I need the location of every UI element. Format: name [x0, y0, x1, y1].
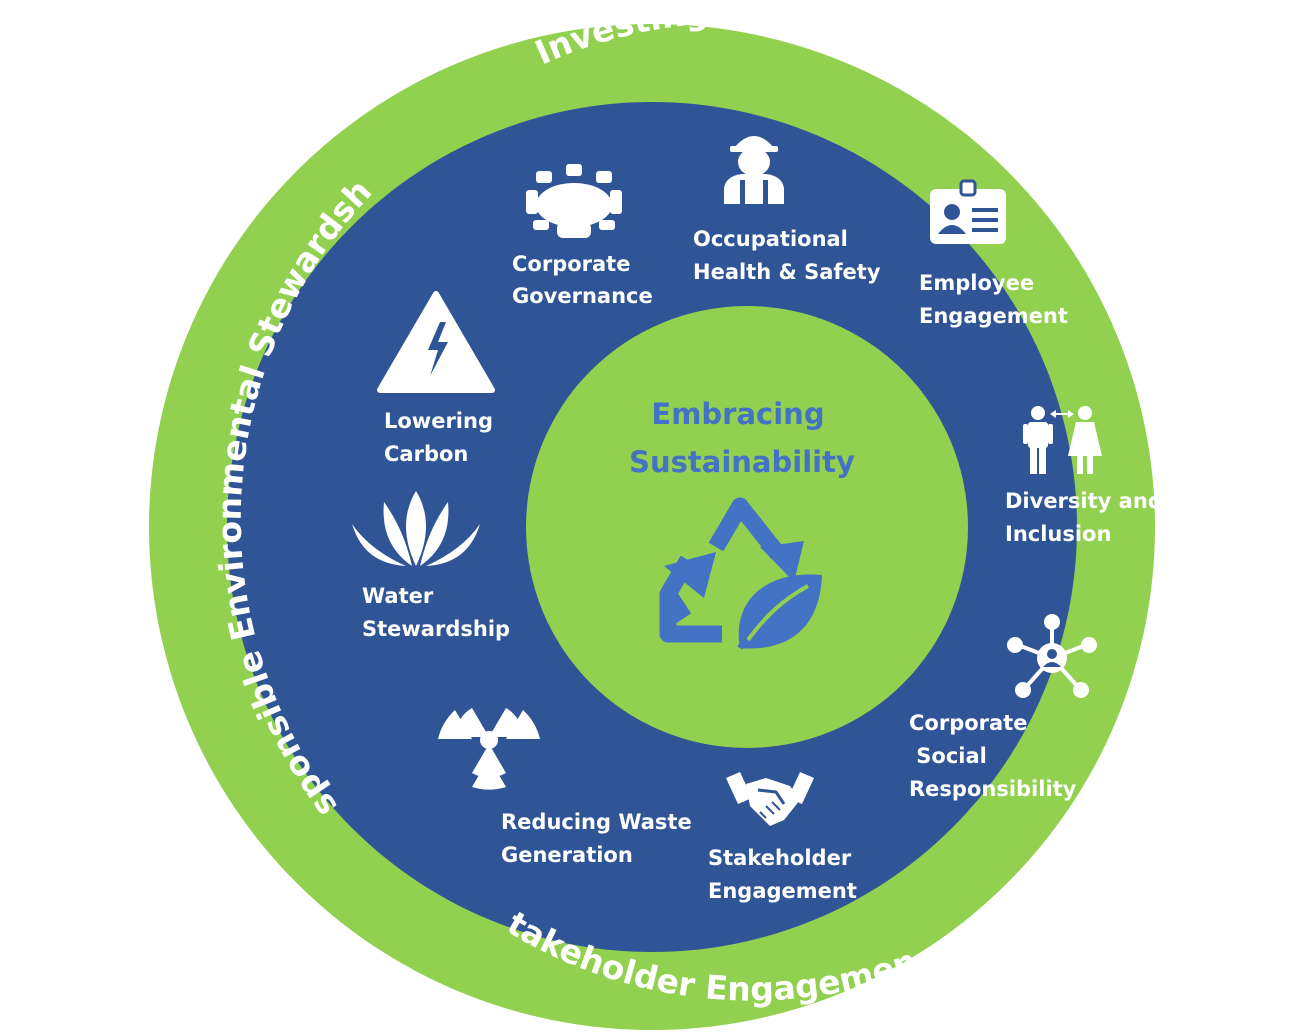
label-reducing-waste-2: Generation	[501, 843, 633, 867]
label-lowering-carbon-2: Carbon	[384, 442, 468, 466]
high-voltage-icon	[377, 291, 495, 393]
label-csr-3: Responsibility	[909, 777, 1077, 801]
label-occupational-health-2: Health & Safety	[693, 260, 881, 284]
worker-helmet-icon	[724, 136, 784, 204]
radiation-icon	[438, 708, 540, 790]
id-badge-icon	[930, 179, 1006, 244]
label-reducing-waste-1: Reducing Waste	[501, 810, 692, 834]
label-occupational-health-1: Occupational	[693, 227, 848, 251]
center-title-line1: Embracing	[651, 397, 824, 431]
label-employee-engagement-2: Engagement	[919, 304, 1068, 328]
label-corporate-governance-2: Governance	[512, 284, 653, 308]
recycle-leaf-icon	[659, 497, 822, 650]
label-csr-2: Social	[909, 744, 987, 768]
label-diversity-2: Inclusion	[1005, 522, 1111, 546]
label-corporate-governance-1: Corporate	[512, 252, 630, 276]
label-water-stewardship-2: Stewardship	[362, 617, 510, 641]
meeting-table-icon	[526, 164, 622, 238]
man-woman-icon	[1023, 406, 1102, 474]
network-people-icon	[1007, 614, 1097, 698]
label-csr-1: Corporate	[909, 711, 1027, 735]
label-diversity-1: Diversity and	[1005, 489, 1163, 513]
label-employee-engagement-1: Employee	[919, 271, 1034, 295]
center-title-line2: Sustainability	[629, 445, 855, 479]
label-stakeholder-engagement-1: Stakeholder	[708, 846, 852, 870]
label-stakeholder-engagement-2: Engagement	[708, 879, 857, 903]
label-lowering-carbon-1: Lowering	[384, 409, 493, 433]
label-water-stewardship-1: Water	[362, 584, 434, 608]
handshake-icon	[726, 772, 814, 826]
lotus-icon	[352, 491, 480, 566]
